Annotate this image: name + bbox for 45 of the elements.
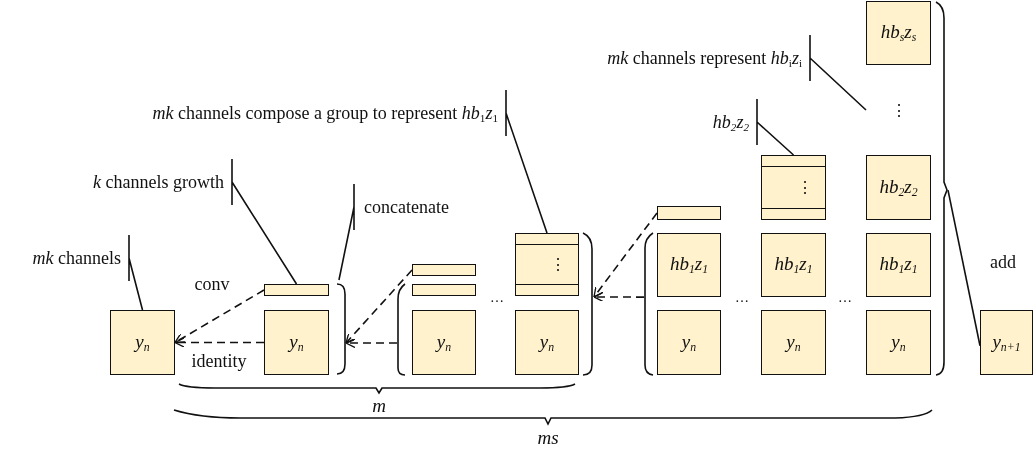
feature-map-box: y$_{n}$ (412, 310, 476, 375)
channel-stack-box: ⋮ (515, 233, 579, 296)
channel-bar (264, 284, 329, 296)
dimension-label: ms (537, 428, 559, 447)
ellipsis-text: … (735, 291, 749, 305)
leader-line (231, 158, 298, 285)
channel-stack-box: ⋮ (761, 155, 826, 220)
arrow (345, 337, 398, 349)
dimension-label: m (372, 396, 386, 415)
leader-line (505, 89, 548, 234)
annotation-text: k channels growth (93, 169, 232, 195)
feature-map-box: y$_{n+1}$ (980, 310, 1033, 375)
leader-line (756, 98, 795, 156)
feature-map-box: hb$_{1}$z$_{1}$ (866, 233, 931, 297)
feature-map-box: y$_{n}$ (761, 310, 826, 375)
arrow (174, 289, 265, 344)
annotation-text: mk channels compose a group to represent hb$_{1}$z$_{1}$ (152, 100, 506, 126)
feature-map-box: y$_{n}$ (110, 310, 175, 375)
edge-label: identity (189, 351, 249, 371)
feature-map-box: hb$_{1}$z$_{1}$ (657, 233, 721, 297)
channel-bar (657, 206, 721, 220)
arrow (593, 212, 658, 298)
annotation-text: mk channels represent hb$_{i}$z$_{i}$ (607, 45, 810, 71)
arrow (174, 337, 265, 348)
feature-map-box: hb$_{1}$z$_{1}$ (761, 233, 826, 297)
feature-map-box: y$_{n}$ (657, 310, 721, 375)
annotation-text: hb$_{2}$z$_{2}$ (712, 109, 757, 135)
arrow (593, 291, 645, 303)
arrow (345, 269, 413, 344)
channel-bar (412, 264, 476, 276)
leader-line (338, 183, 355, 281)
leader-line (128, 234, 144, 311)
feature-map-box: y$_{n}$ (264, 310, 329, 375)
feature-map-box: hb$_{s}$z$_{s}$ (866, 1, 931, 65)
feature-map-box: y$_{n}$ (866, 310, 931, 375)
channel-bar (412, 284, 476, 296)
leader-line (809, 34, 867, 111)
feature-map-box: hb$_{2}$z$_{2}$ (866, 155, 931, 220)
ellipsis-text: … (490, 291, 504, 305)
vertical-ellipsis: ⋮ (866, 95, 931, 125)
annotation-text: mk channels (32, 245, 129, 271)
ellipsis-text: … (838, 291, 852, 305)
annotation-text: concatenate (354, 194, 449, 220)
connector-line (947, 189, 981, 347)
feature-map-box: y$_{n}$ (515, 310, 579, 375)
